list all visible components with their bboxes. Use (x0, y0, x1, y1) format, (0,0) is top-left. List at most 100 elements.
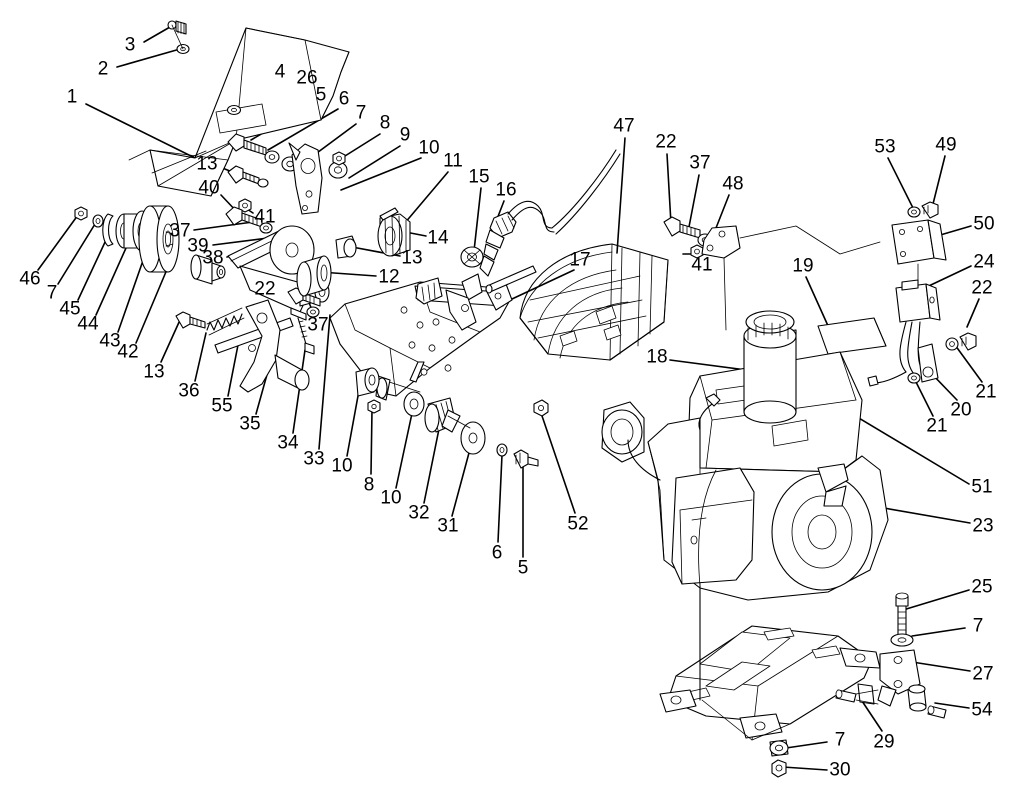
callout-number-38: 38 (202, 247, 224, 269)
leader-line-15 (473, 187, 482, 252)
callout-number-9: 9 (399, 124, 411, 146)
leader-line-47 (616, 137, 626, 254)
pulley-assembly-left (74, 205, 180, 273)
spark-plug-assembly (479, 149, 621, 294)
callout-number-4: 4 (274, 61, 286, 83)
leader-line-37 (193, 221, 254, 231)
callout-number-15: 15 (468, 166, 490, 188)
leader-line-22 (966, 298, 980, 328)
callout-number-22b: 22 (655, 131, 677, 153)
callout-number-21a: 21 (975, 381, 997, 403)
leader-line-54 (934, 702, 970, 709)
leader-line-17 (511, 269, 575, 300)
callout-number-50: 50 (973, 213, 995, 235)
leader-line-25 (902, 589, 970, 611)
callout-number-41b: 41 (691, 254, 713, 276)
leader-line-10 (346, 384, 361, 457)
engine-assembly (601, 310, 889, 601)
callout-number-14: 14 (427, 227, 449, 249)
leader-line-48 (715, 194, 730, 229)
callout-number-10c: 10 (380, 487, 402, 509)
callout-number-12: 12 (378, 266, 400, 288)
leader-line-42 (135, 266, 169, 344)
callout-number-51: 51 (971, 476, 993, 498)
callout-number-25: 25 (971, 576, 993, 598)
callout-number-29: 29 (873, 731, 895, 753)
callout-number-46: 46 (19, 268, 41, 290)
callout-number-7d: 7 (834, 729, 846, 751)
callout-number-13b: 13 (401, 247, 423, 269)
callout-number-47: 47 (613, 115, 635, 137)
callout-number-2: 2 (97, 58, 109, 80)
leader-line-1 (85, 103, 196, 159)
callout-number-7a: 7 (355, 102, 367, 124)
leader-line-32 (423, 423, 441, 504)
callout-number-36: 36 (178, 380, 200, 402)
leader-line-49 (931, 155, 946, 209)
leader-line-10 (395, 403, 415, 489)
connector-harness (867, 279, 977, 387)
callout-number-22c: 22 (971, 277, 993, 299)
mount-fastener-group (769, 592, 947, 778)
leader-line-6 (497, 454, 503, 543)
callout-number-27: 27 (972, 663, 994, 685)
callout-number-32: 32 (408, 502, 430, 524)
lower-center-fasteners (355, 367, 549, 469)
callout-number-23: 23 (972, 515, 994, 537)
callout-number-35: 35 (239, 413, 261, 435)
callout-number-43: 43 (99, 330, 121, 352)
callout-number-6b: 6 (491, 542, 503, 564)
spacer-shaft (190, 254, 226, 285)
fastener-group-top (167, 20, 190, 55)
leader-line-21 (954, 344, 983, 383)
leader-line-11 (403, 171, 449, 225)
callout-number-3: 3 (124, 34, 136, 56)
callout-number-44: 44 (77, 313, 99, 335)
callout-number-8b: 8 (363, 474, 375, 496)
callout-number-10a: 10 (418, 137, 440, 159)
callout-number-21b: 21 (926, 415, 948, 437)
callout-number-33: 33 (303, 448, 325, 470)
callout-number-37c: 37 (689, 152, 711, 174)
part-hood-cover (128, 27, 350, 197)
auger-cage (519, 243, 669, 361)
upper-brackets (296, 207, 513, 331)
leader-line-10 (340, 157, 422, 191)
callout-number-41a: 41 (254, 206, 276, 228)
callout-number-26: 26 (296, 67, 318, 89)
leader-line-23 (871, 505, 971, 524)
callout-number-13a: 13 (196, 153, 218, 175)
leader-line-7 (57, 223, 96, 285)
callout-number-10b: 10 (331, 455, 353, 477)
leader-line-52 (539, 409, 576, 514)
leader-line-21 (913, 377, 934, 417)
leader-line-44 (95, 247, 127, 316)
callout-number-1: 1 (66, 86, 78, 108)
callout-number-53: 53 (874, 136, 896, 158)
callout-number-31: 31 (437, 515, 459, 537)
leader-line-37 (687, 174, 700, 233)
callout-number-22a: 22 (254, 278, 276, 300)
callout-number-34: 34 (277, 432, 299, 454)
switch-module (891, 201, 947, 289)
washer-6 (264, 150, 280, 164)
callout-number-7c: 7 (972, 615, 984, 637)
leader-line-34 (292, 349, 306, 434)
callout-number-55: 55 (211, 395, 233, 417)
callout-number-11: 11 (443, 150, 463, 172)
bolt-5 (227, 133, 267, 156)
decal-19 (817, 317, 887, 355)
leader-line-30 (782, 766, 828, 771)
callout-number-18: 18 (646, 346, 668, 368)
leader-line-46 (37, 214, 79, 271)
engine-base-plate (659, 585, 881, 741)
callout-number-20: 20 (950, 399, 972, 421)
leader-line-55 (227, 344, 239, 397)
linkage-assembly (175, 287, 321, 393)
bracket-48-assembly (663, 216, 881, 331)
leader-line-19 (805, 276, 830, 329)
leader-line-8 (370, 409, 373, 475)
leader-line-45 (77, 239, 107, 301)
